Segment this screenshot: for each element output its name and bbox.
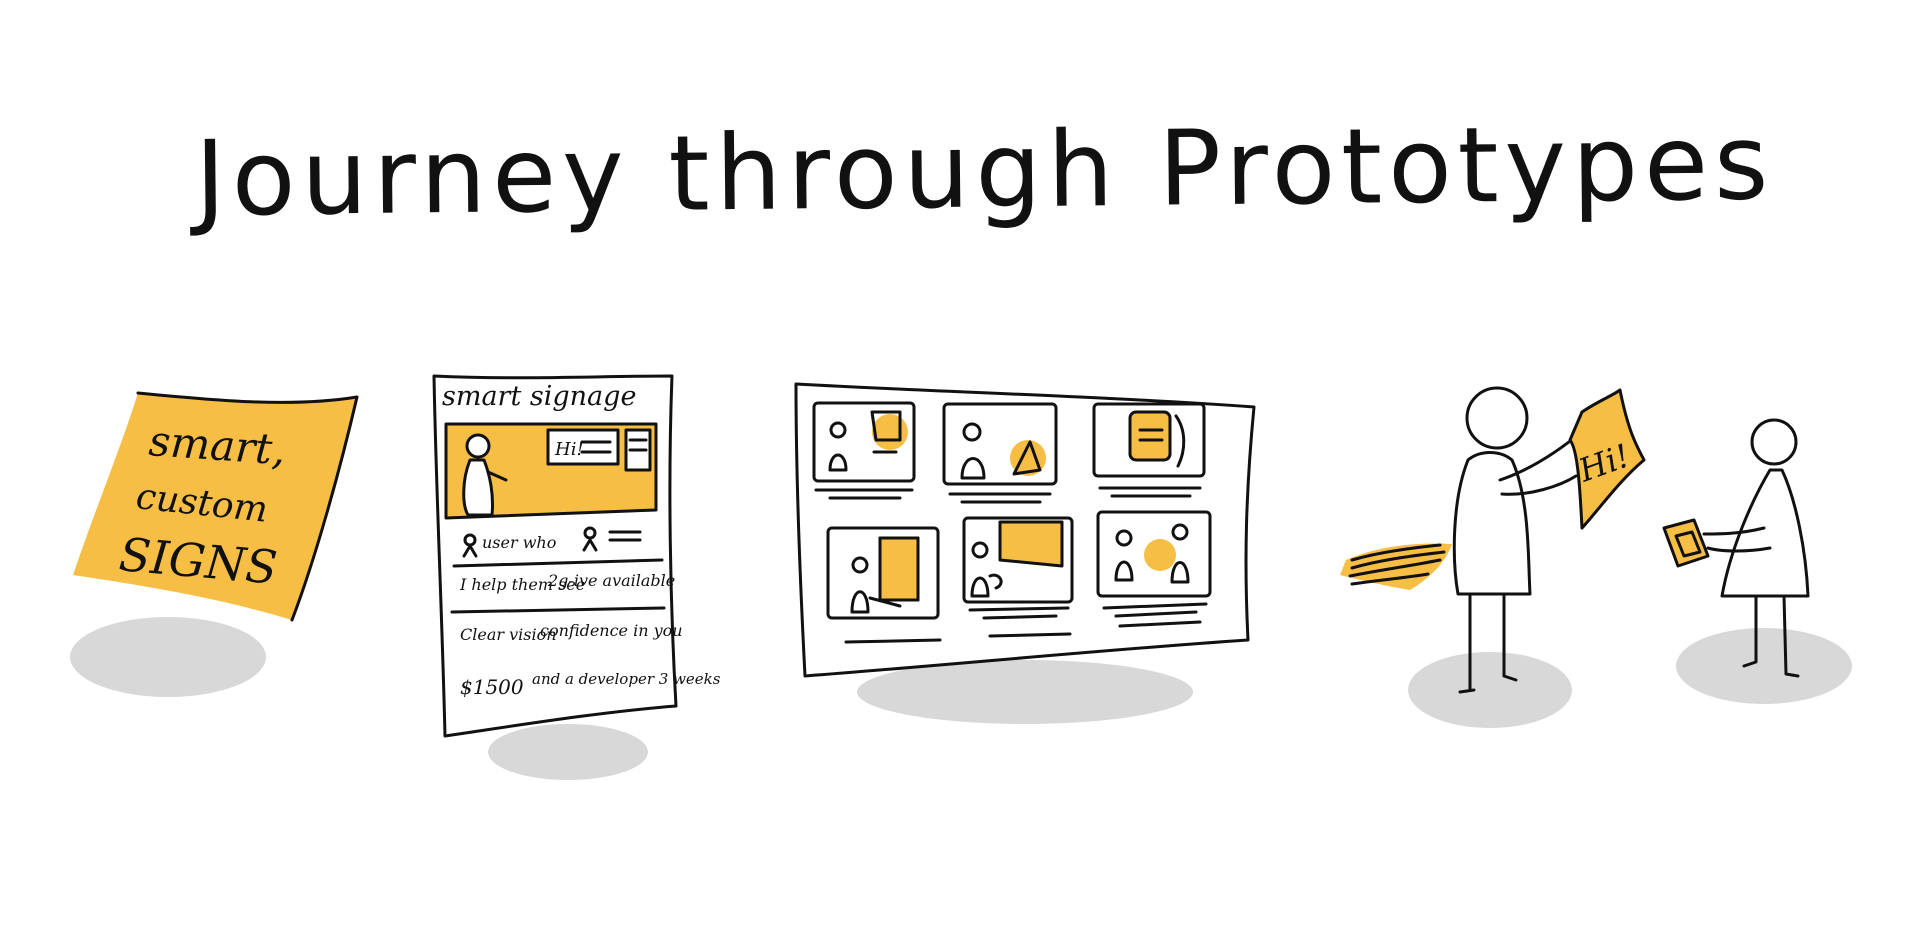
- person-presenting: [1452, 386, 1586, 694]
- person-1-shadow: [1408, 652, 1572, 728]
- storyboard-panel-5: [962, 516, 1074, 620]
- flyer-row-4-left: $1500: [460, 675, 524, 699]
- held-sign: Hi!: [1568, 388, 1646, 530]
- sticky-note-sketch: smart, custom SIGNS: [70, 391, 359, 697]
- storyboard-panel-1: [812, 401, 916, 500]
- flyer-banner-text: Hi!: [554, 439, 584, 460]
- storyboard-panel-2: [942, 402, 1058, 504]
- sticky-note-line-1: smart,: [147, 416, 287, 474]
- roleplay-sketch: Hi!: [1340, 386, 1852, 728]
- flyer-row-3-left: Clear vision: [460, 625, 557, 644]
- storyboard-sketch: [794, 382, 1256, 724]
- flyer-row-4-right: and a developer 3 weeks: [532, 670, 721, 688]
- flyer-row-1-left: user who: [482, 533, 556, 552]
- storyboard-shadow: [857, 660, 1193, 724]
- flyer-sketch: smart signage Hi! user who I help them s…: [432, 374, 721, 780]
- flyer-row-2-left: I help them see: [459, 575, 585, 594]
- storyboard-panel-6: [1096, 510, 1212, 618]
- flyer-row-3-right: confidence in you: [540, 621, 683, 640]
- person-listening: [1702, 418, 1810, 678]
- flyer-shadow: [488, 724, 648, 780]
- flyer-heading: smart signage: [442, 381, 636, 412]
- sticky-note-paper: [73, 393, 357, 620]
- flyer-row-2-right: 2g-ive available: [547, 571, 675, 590]
- sticky-note-shadow: [70, 617, 266, 697]
- phone-device: [1662, 518, 1710, 568]
- paper-stack: [1340, 543, 1452, 590]
- storyboard-panel-4: [826, 526, 940, 620]
- storyboard-panel-3: [1092, 402, 1206, 498]
- person-2-shadow: [1676, 628, 1852, 704]
